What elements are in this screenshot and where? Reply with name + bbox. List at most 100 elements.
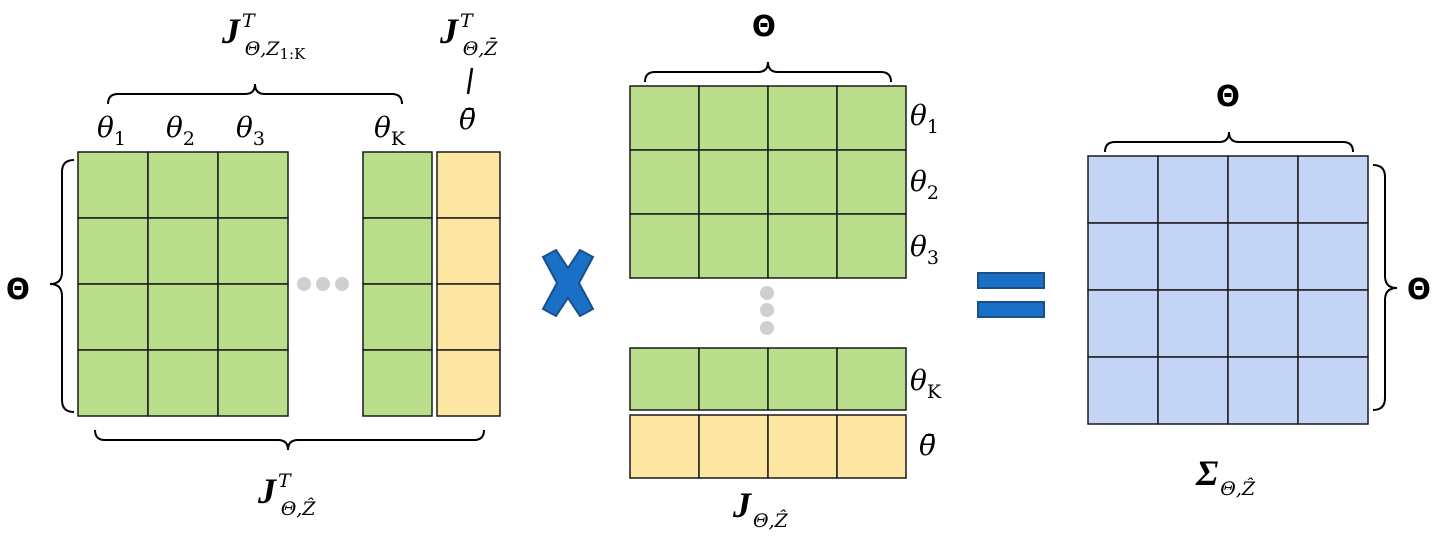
right-blue-cell <box>1297 289 1369 358</box>
middle-green-cell <box>629 213 700 279</box>
row-label-theta-1: θ1 <box>910 99 939 138</box>
middle-yellow-row <box>629 414 907 479</box>
times-operator-icon <box>541 248 595 318</box>
row-label-theta-3: θ3 <box>910 230 939 269</box>
right-blue-block <box>1087 155 1369 425</box>
left-green-cell <box>147 217 219 285</box>
right-blue-cell <box>1227 356 1299 425</box>
right-blue-cell <box>1297 222 1369 291</box>
row-label-theta-2: θ2 <box>910 165 939 204</box>
row-label-theta-k: θK <box>910 364 942 403</box>
ellipsis-dot <box>297 277 311 291</box>
middle-green-block <box>629 85 907 279</box>
equals-operator-icon <box>977 272 1045 318</box>
right-blue-cell <box>1157 289 1229 358</box>
right-top-theta-label: Θ <box>1216 80 1240 113</box>
slash-separator <box>466 67 474 95</box>
left-yellow-column <box>436 151 501 417</box>
right-blue-cell <box>1087 155 1159 224</box>
right-blue-cell <box>1087 289 1159 358</box>
right-blue-cell <box>1297 356 1369 425</box>
left-green-cell <box>77 349 149 417</box>
middle-yellow-cell <box>836 414 907 479</box>
ellipsis-dot <box>335 277 349 291</box>
right-top-brace <box>1104 131 1354 153</box>
col-label-theta-3: θ3 <box>236 111 265 150</box>
left-yellow-cell <box>436 349 501 417</box>
middle-green-cell <box>767 149 838 215</box>
middle-green-k-cell <box>767 347 838 411</box>
left-yellow-cell <box>436 283 501 351</box>
middle-green-cell <box>629 85 700 151</box>
left-green-k-cell <box>362 151 433 219</box>
ellipsis-dot <box>760 321 774 335</box>
left-green-k-cell <box>362 217 433 285</box>
right-side-theta-label: Θ <box>1407 273 1431 306</box>
right-blue-cell <box>1087 222 1159 291</box>
middle-top-theta-label: Θ <box>752 10 776 43</box>
right-blue-cell <box>1227 289 1299 358</box>
middle-top-brace <box>644 61 892 83</box>
left-green-block <box>77 151 289 417</box>
middle-green-cell <box>836 85 907 151</box>
middle-green-k-row <box>629 347 907 411</box>
left-green-k-cell <box>362 283 433 351</box>
right-blue-cell <box>1157 222 1229 291</box>
left-green-cell <box>147 349 219 417</box>
middle-green-cell <box>767 85 838 151</box>
left-green-cell <box>77 283 149 351</box>
horizontal-ellipsis-dots <box>297 277 349 291</box>
right-blue-cell <box>1087 356 1159 425</box>
left-green-k-column <box>362 151 433 417</box>
left-green-k-cell <box>362 349 433 417</box>
vertical-ellipsis-dots <box>760 286 774 335</box>
col-label-theta-2: θ2 <box>166 111 195 150</box>
middle-green-k-cell <box>629 347 700 411</box>
left-green-cell <box>77 151 149 219</box>
col-label-theta-1: θ1 <box>97 111 126 150</box>
left-theta-bar-label: θ̄ <box>459 103 476 136</box>
left-green-cell <box>217 349 289 417</box>
right-blue-cell <box>1157 356 1229 425</box>
left-green-cell <box>147 283 219 351</box>
middle-green-cell <box>836 213 907 279</box>
middle-green-cell <box>698 213 769 279</box>
middle-green-cell <box>698 149 769 215</box>
middle-green-cell <box>767 213 838 279</box>
ellipsis-dot <box>760 303 774 317</box>
left-green-cell <box>217 217 289 285</box>
middle-green-k-cell <box>836 347 907 411</box>
middle-yellow-cell <box>698 414 769 479</box>
middle-green-cell <box>629 149 700 215</box>
left-green-cell <box>147 151 219 219</box>
middle-green-k-cell <box>698 347 769 411</box>
left-top-brace <box>107 83 403 105</box>
left-side-theta-label: Θ <box>6 273 30 306</box>
ellipsis-dot <box>316 277 330 291</box>
left-green-cell <box>77 217 149 285</box>
middle-yellow-cell <box>629 414 700 479</box>
ellipsis-dot <box>760 286 774 300</box>
left-bottom-brace <box>94 429 485 451</box>
left-green-cell <box>217 283 289 351</box>
row-label-theta-bar: θ̄ <box>919 429 936 462</box>
right-blue-cell <box>1227 155 1299 224</box>
left-yellow-cell <box>436 151 501 219</box>
right-blue-cell <box>1297 155 1369 224</box>
col-label-theta-k: θK <box>374 111 406 150</box>
middle-green-cell <box>836 149 907 215</box>
left-side-brace <box>49 159 75 413</box>
middle-yellow-cell <box>767 414 838 479</box>
right-blue-cell <box>1157 155 1229 224</box>
left-green-cell <box>217 151 289 219</box>
right-side-brace <box>1372 164 1398 411</box>
right-blue-cell <box>1227 222 1299 291</box>
left-yellow-cell <box>436 217 501 285</box>
middle-green-cell <box>698 85 769 151</box>
